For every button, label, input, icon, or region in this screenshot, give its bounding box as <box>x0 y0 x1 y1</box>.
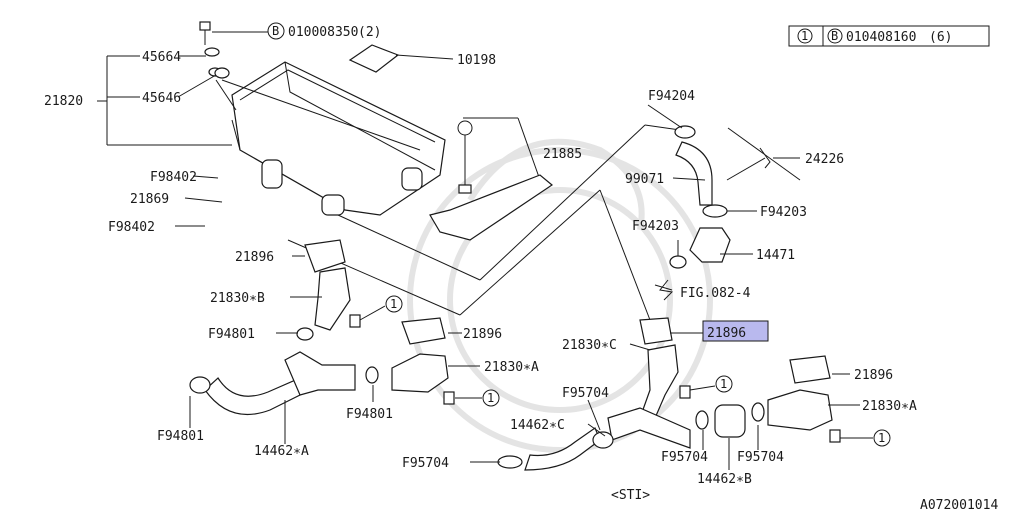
label-21896-b: 21896 <box>463 327 502 342</box>
label-14462c: 14462∗C <box>510 418 565 433</box>
label-24226: 24226 <box>805 152 844 167</box>
label-f94203-b: F94203 <box>632 219 679 234</box>
clamp-f95704-bottom <box>497 455 523 469</box>
top-bolt <box>199 21 230 79</box>
pipe-21830b <box>314 267 351 331</box>
ref-circle-number: 1 <box>801 29 808 43</box>
clamp-f95704-right <box>751 402 765 422</box>
drawing-number: A072001014 <box>920 498 998 512</box>
label-f94204: F94204 <box>648 89 695 104</box>
label-21896-highlighted: 21896 <box>707 326 746 341</box>
ref-code: 010408160 <box>846 30 916 45</box>
clamp-f94203-top <box>702 204 728 218</box>
hose-14462a <box>204 377 301 416</box>
label-f94801-a: F94801 <box>208 327 255 342</box>
heat-pad-10198 <box>348 44 400 73</box>
watermark-emblem <box>407 138 713 453</box>
label-f94801-b: F94801 <box>346 407 393 422</box>
svg-text:1: 1 <box>390 297 397 311</box>
label-21830b: 21830∗B <box>210 291 265 306</box>
bolt-code: 010008350 <box>288 25 358 40</box>
label-21830a-right: 21830∗A <box>862 399 917 414</box>
ref-qty: (6) <box>929 30 952 45</box>
clamp-f95704-mid <box>592 431 614 449</box>
svg-text:1: 1 <box>487 391 494 405</box>
pipe-21830a-mid <box>391 353 449 393</box>
lower-leaders <box>175 104 860 470</box>
intercooler-core <box>231 61 446 216</box>
bolt-21830a-mid <box>443 391 455 405</box>
label-14471: 14471 <box>756 248 795 263</box>
label-21896-a: 21896 <box>235 250 274 265</box>
clamp-f95704-left <box>695 410 709 430</box>
label-f95704-c: F95704 <box>661 450 708 465</box>
pipe-21830a-right <box>767 389 833 431</box>
bracket-21885 <box>429 174 553 241</box>
label-21820: 21820 <box>44 94 83 109</box>
label-f95704-a: F95704 <box>562 386 609 401</box>
bolt-qty: (2) <box>358 25 381 40</box>
label-f95704-d: F95704 <box>737 450 784 465</box>
svg-text:B: B <box>272 24 279 38</box>
ref-circle-b: B <box>831 29 838 43</box>
label-sti: <STI> <box>611 488 650 503</box>
reference-box: 1 B 010408160 (6) <box>788 25 990 47</box>
pipe-21830c <box>639 344 679 426</box>
callout-circle-2 <box>482 389 500 407</box>
label-99071: 99071 <box>625 172 664 187</box>
callout-circle-3 <box>715 375 733 393</box>
label-f95704-b: F95704 <box>402 456 449 471</box>
clamp-f94801-mid <box>365 366 379 384</box>
label-f94801-c: F94801 <box>157 429 204 444</box>
gasket-21896-c <box>789 355 831 384</box>
clamp-f94801-left <box>189 376 211 394</box>
svg-text:1: 1 <box>720 377 727 391</box>
bolt-21830a-right <box>829 429 841 443</box>
label-fig-082-4: FIG.082-4 <box>680 286 751 301</box>
label-45664: 45664 <box>142 50 181 65</box>
gasket-21896-highlight-part <box>639 317 673 345</box>
bolt-callout: B 010008350 (2) <box>267 22 381 40</box>
label-10198: 10198 <box>457 53 496 68</box>
label-45646: 45646 <box>142 91 181 106</box>
bracket-bolts <box>457 120 473 194</box>
clamp-f94203-bottom <box>669 255 687 269</box>
label-f94203-a: F94203 <box>760 205 807 220</box>
hose-14462b <box>714 404 746 438</box>
gasket-21896-b <box>401 317 446 345</box>
label-21896-c: 21896 <box>854 368 893 383</box>
label-21830a-mid: 21830∗A <box>484 360 539 375</box>
gasket-21896-a <box>304 239 346 273</box>
bolt-21830b <box>349 314 361 328</box>
label-21830c: 21830∗C <box>562 338 617 353</box>
clamp-f94204 <box>674 125 696 139</box>
label-f98402-a: F98402 <box>150 170 197 185</box>
hose-14462c <box>524 427 601 471</box>
label-21869: 21869 <box>130 192 169 207</box>
highlight-21896 <box>702 320 769 342</box>
callout-circle-4 <box>873 429 891 447</box>
hose-99071 <box>675 141 713 206</box>
callout-circle-1 <box>385 295 403 313</box>
label-14462a: 14462∗A <box>254 444 309 459</box>
svg-text:1: 1 <box>878 431 885 445</box>
label-14462b: 14462∗B <box>697 472 752 487</box>
clamp-f94801-top <box>296 327 314 341</box>
label-f98402-b: F98402 <box>108 220 155 235</box>
label-21885: 21885 <box>543 147 582 162</box>
circle-callouts: 1 1 1 1 <box>359 295 891 447</box>
part-labels: 45664 21820 45646 10198 F94204 21885 242… <box>44 50 998 512</box>
